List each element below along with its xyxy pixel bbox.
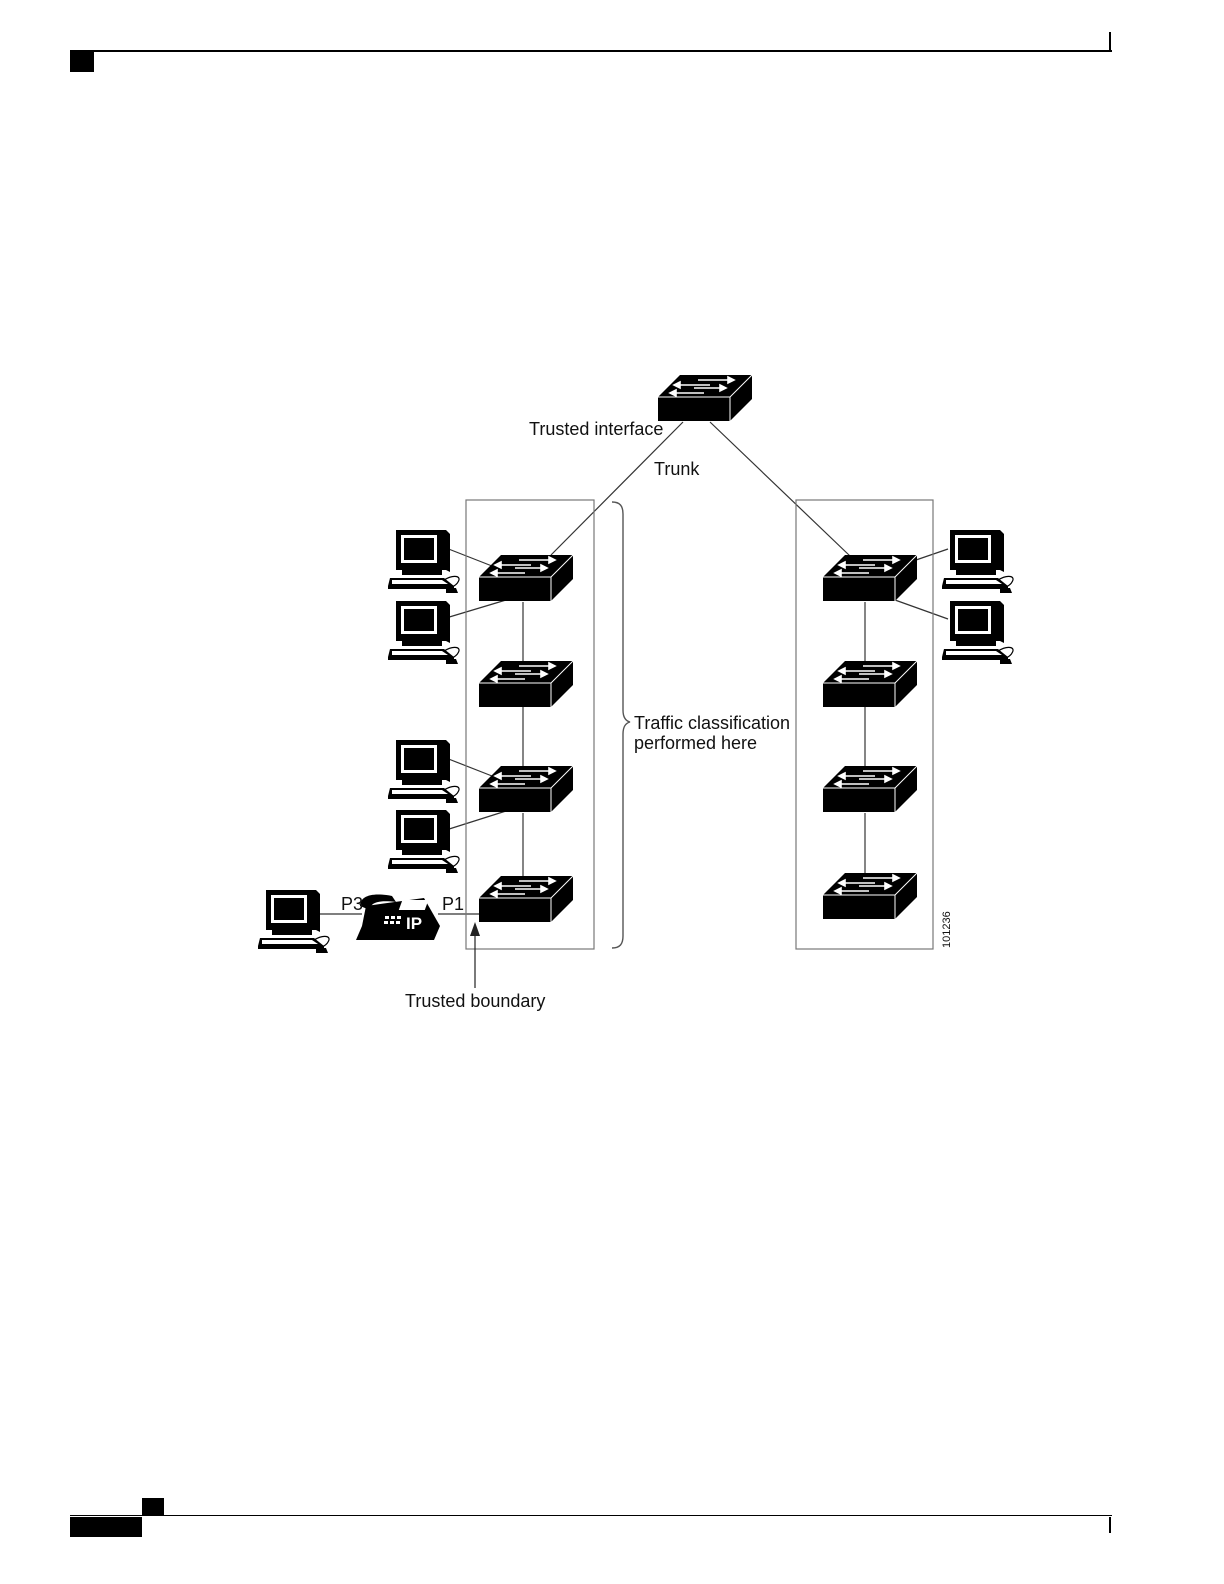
right-switch-2-icon [823, 661, 917, 707]
link-pc-right-1 [916, 549, 948, 560]
traffic-classification-label-line1: Traffic classification [634, 713, 790, 733]
workstation-2-icon [388, 601, 459, 664]
left-switch-2-icon [479, 661, 573, 707]
traffic-classification-label-line2: performed here [634, 733, 757, 753]
trunk-link-right [710, 422, 850, 556]
workstation-4-icon [388, 810, 459, 873]
link-pc2 [446, 600, 506, 618]
trusted-boundary-arrowhead [470, 922, 480, 936]
workstation-1-icon [388, 530, 459, 593]
link-pc3 [446, 758, 492, 776]
left-switch-4-icon [479, 876, 573, 922]
workstation-right-2-icon [942, 601, 1013, 664]
figure-id: 101236 [941, 911, 953, 948]
right-switch-4-icon [823, 873, 917, 919]
core-switch-icon [658, 375, 752, 421]
trusted-boundary-label: Trusted boundary [405, 991, 545, 1011]
workstation-3-icon [388, 740, 459, 803]
workstation-phone-attached-icon [258, 890, 329, 953]
classification-brace [612, 502, 630, 948]
trusted-interface-label: Trusted interface [529, 419, 663, 439]
trunk-label: Trunk [654, 459, 700, 479]
right-switch-3-icon [823, 766, 917, 812]
port-p1-label: P1 [442, 894, 464, 914]
link-pc4 [446, 811, 506, 830]
ip-phone-icon: IP [356, 894, 440, 940]
link-pc-right-2 [895, 600, 948, 619]
right-switch-1-icon [823, 555, 917, 601]
left-switch-1-icon [479, 555, 573, 601]
ip-phone-label: IP [406, 914, 422, 933]
trunk-link-left [551, 422, 683, 555]
port-p3-label: P3 [341, 894, 363, 914]
left-switch-3-icon [479, 766, 573, 812]
workstation-right-1-icon [942, 530, 1013, 593]
link-pc1 [446, 548, 492, 566]
